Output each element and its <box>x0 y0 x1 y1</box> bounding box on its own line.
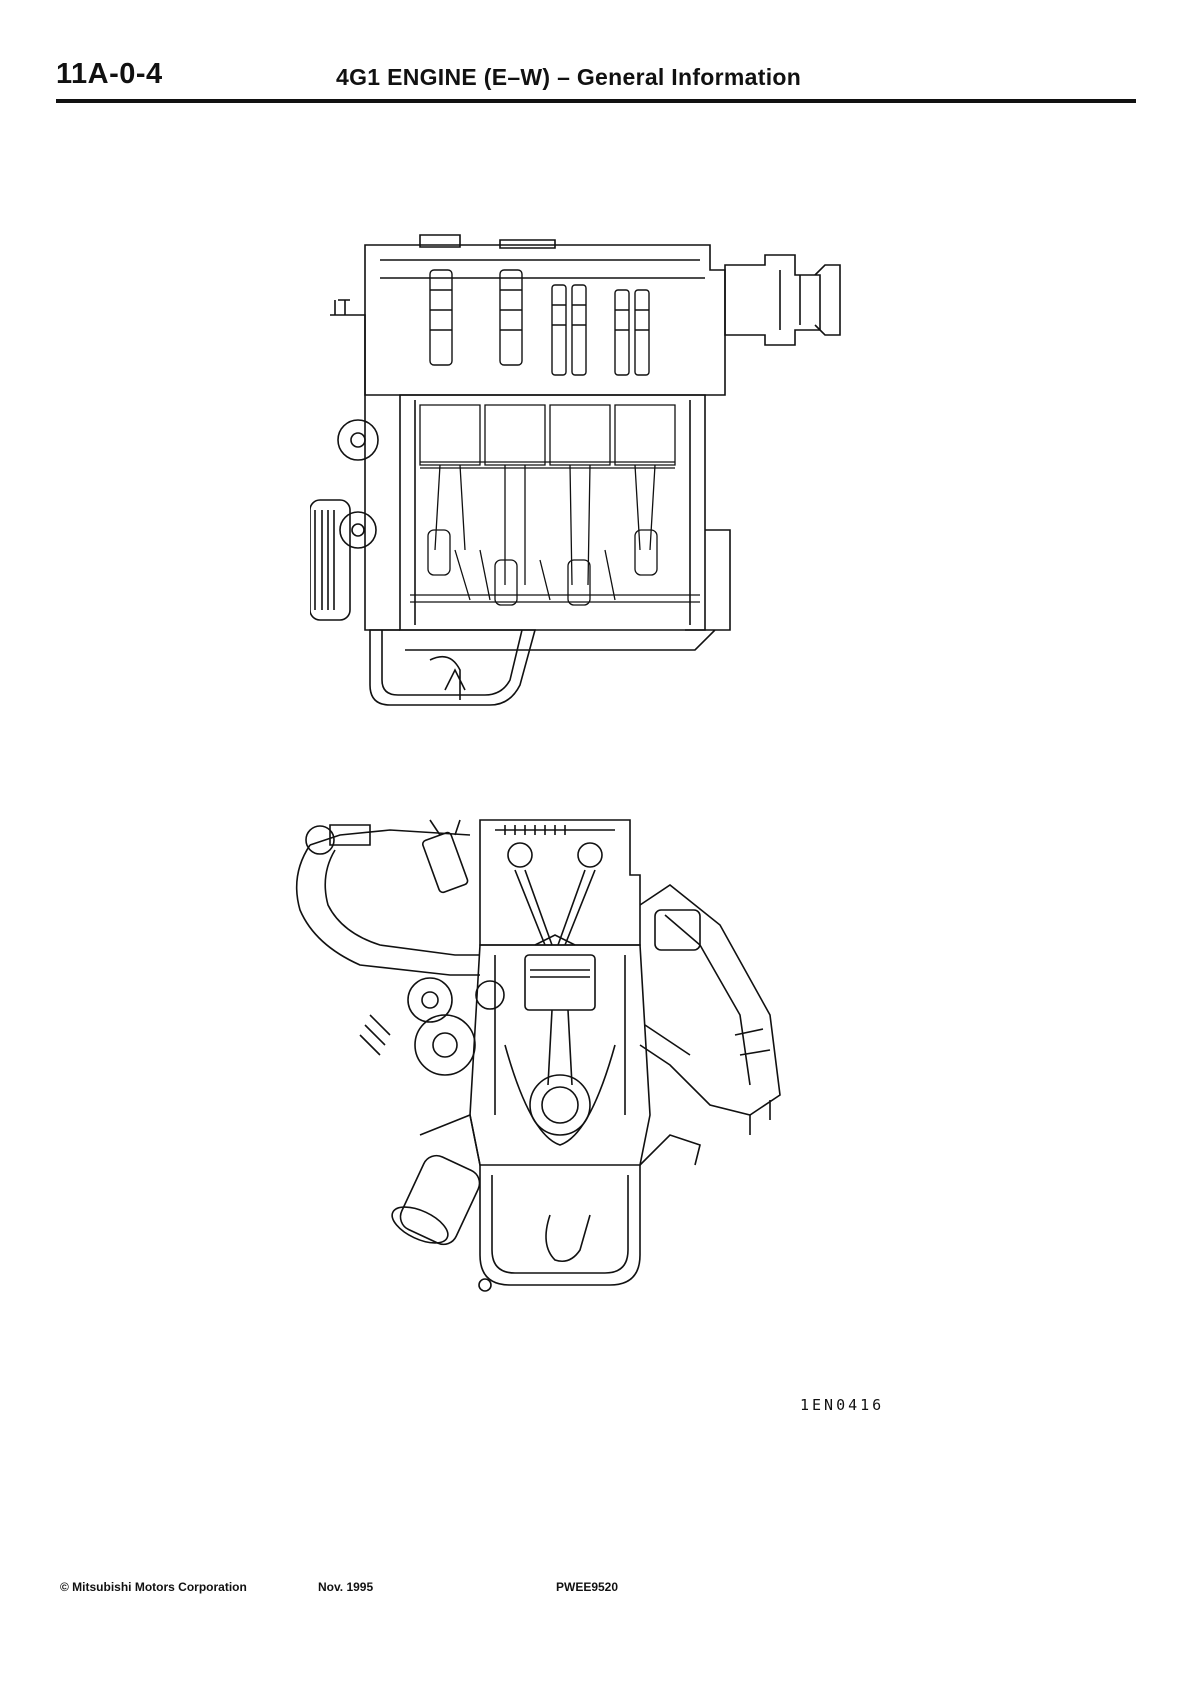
engine-longitudinal-section-illustration <box>310 230 910 760</box>
figure-code: 1EN0416 <box>800 1396 884 1414</box>
footer-doc-code: PWEE9520 <box>556 1580 618 1594</box>
header-rule <box>56 99 1136 103</box>
page-title: 4G1 ENGINE (E–W) – General Information <box>336 64 801 91</box>
page-number: 11A-0-4 <box>56 58 163 91</box>
footer-date: Nov. 1995 <box>318 1580 373 1594</box>
engine-transverse-section-illustration <box>270 815 850 1365</box>
footer-copyright: © Mitsubishi Motors Corporation <box>60 1580 247 1594</box>
